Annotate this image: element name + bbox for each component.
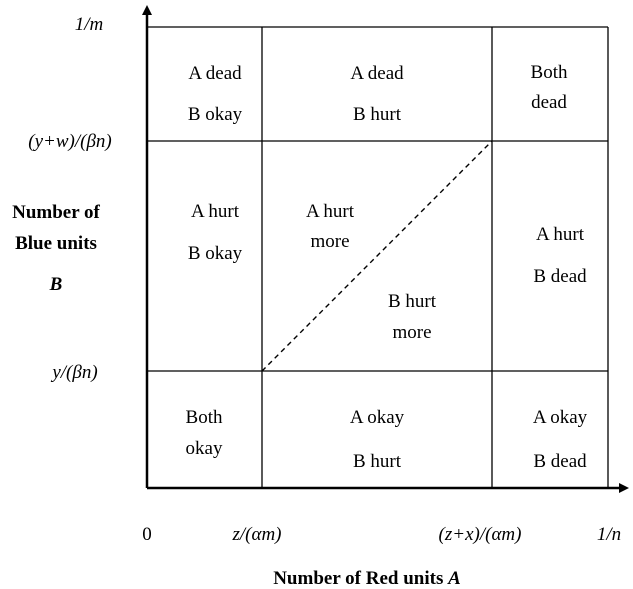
- y-tick-2: (y+w)/(βn): [28, 131, 111, 152]
- x-tick-1: z/(αm): [231, 524, 281, 545]
- cell-top-right: Both dead: [531, 62, 568, 113]
- cell-middle-right: A hurt B dead: [533, 224, 587, 287]
- y-axis-title-var: B: [49, 274, 63, 295]
- y-tick-1: y/(βn): [50, 362, 97, 383]
- cell-line: A hurt: [536, 224, 585, 245]
- cell-middle-center-upper: A hurt more: [306, 201, 355, 252]
- cell-middle-center-lower: B hurt more: [388, 291, 437, 343]
- cell-top-middle: A dead B hurt: [350, 63, 404, 125]
- cell-bottom-middle: A okay B hurt: [350, 407, 405, 472]
- cell-middle-left: A hurt B okay: [188, 201, 243, 264]
- cell-line: A okay: [533, 407, 588, 428]
- cell-line: A dead: [188, 63, 242, 84]
- y-axis-title-line1: Number of: [12, 202, 100, 223]
- cell-line: A hurt: [191, 201, 240, 222]
- dashed-diagonal: [261, 140, 493, 372]
- cell-line: B hurt: [353, 104, 402, 125]
- cell-line: more: [392, 322, 431, 343]
- cell-bottom-left: Both okay: [186, 407, 223, 459]
- x-tick-2: (z+x)/(αm): [439, 524, 522, 545]
- cell-line: B hurt: [353, 451, 402, 472]
- x-tick-origin: 0: [142, 524, 152, 545]
- cell-line: Both: [531, 62, 568, 83]
- y-tick-end: 1/m: [75, 14, 104, 35]
- cell-line: A hurt: [306, 201, 355, 222]
- y-axis-title-line2: Blue units: [15, 233, 97, 254]
- x-axis-title: Number of Red units A: [273, 568, 461, 589]
- cell-line: dead: [531, 92, 567, 113]
- x-axis-title-prefix: Number of Red units: [273, 568, 443, 589]
- cell-bottom-right: A okay B dead: [533, 407, 588, 472]
- cell-line: A okay: [350, 407, 405, 428]
- cell-line: B dead: [533, 451, 587, 472]
- cell-line: Both: [186, 407, 223, 428]
- x-axis-title-var: A: [447, 568, 461, 589]
- cell-line: B okay: [188, 243, 243, 264]
- cell-line: B okay: [188, 104, 243, 125]
- cell-line: okay: [186, 438, 223, 459]
- cell-line: B hurt: [388, 291, 437, 312]
- cell-line: A dead: [350, 63, 404, 84]
- cell-top-left: A dead B okay: [188, 63, 243, 125]
- cell-line: B dead: [533, 266, 587, 287]
- x-tick-end: 1/n: [597, 524, 621, 545]
- cell-line: more: [310, 231, 349, 252]
